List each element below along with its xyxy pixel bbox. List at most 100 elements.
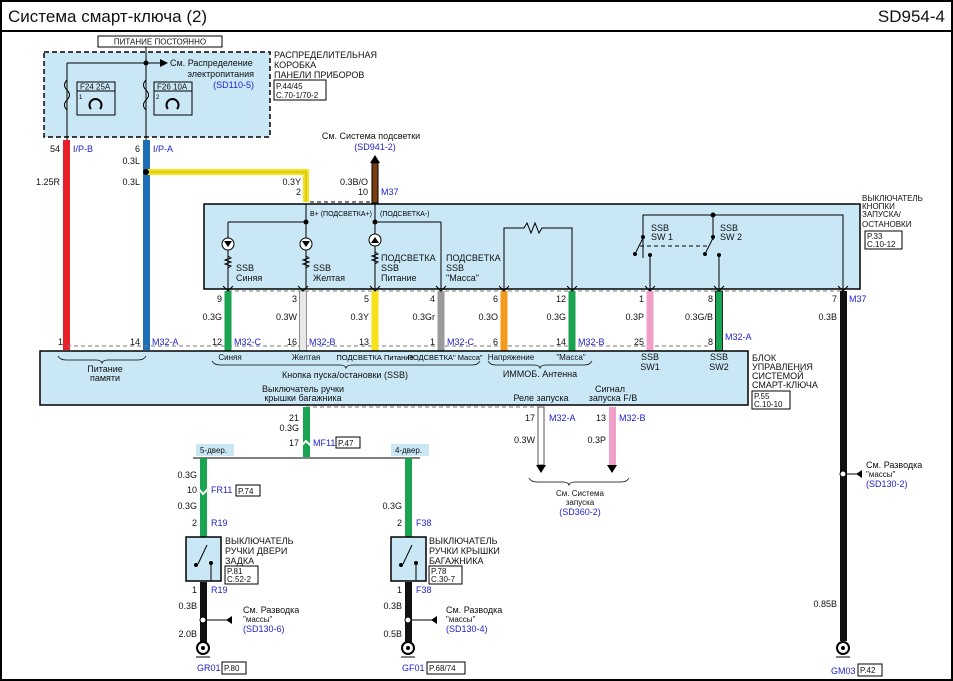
- ssb-switch-body: [203, 203, 861, 290]
- wire-spec: 0.3G: [546, 312, 566, 322]
- door4-ref-2: C.30-7: [431, 575, 456, 584]
- door4-branch: 4-двер. 0.3G 2 F38 ВЫКЛЮЧАТЕЛЬ РУЧКИ КРЫ…: [382, 444, 502, 675]
- memory-power-2: памяти: [90, 373, 120, 383]
- label-voltage: Напряжение: [488, 353, 535, 362]
- ssb-sw2-1: SSB: [710, 352, 728, 362]
- wire-signal-pink: [609, 407, 616, 465]
- fuse-box-name-1: РАСПРЕДЕЛИТЕЛЬНАЯ: [274, 50, 377, 60]
- wire-03bo: 0.3B/O: [340, 177, 368, 187]
- smart-key-unit: 1 14 M32-A Питание памяти Синяя Желтая П…: [39, 337, 818, 410]
- ground-label-2: SSB: [446, 263, 464, 273]
- wire-door5-black: [200, 582, 207, 642]
- sw2-label-1: SSB: [720, 223, 738, 233]
- door4-name-2: РУЧКИ КРЫШКИ: [429, 546, 500, 556]
- switch-sw2-icon: [705, 237, 714, 253]
- brace-icon: [57, 355, 147, 365]
- wire-4: [437, 291, 445, 351]
- connector-chevron-icon: [435, 285, 447, 292]
- fr11-ref-box: [235, 484, 261, 497]
- arrow-down-icon: [607, 465, 617, 473]
- wire-connector: M32-C: [447, 337, 475, 347]
- svg-text:ПОДСВЕТКА: ПОДСВЕТКА: [381, 253, 436, 263]
- connector-chevron-icon: [222, 285, 234, 292]
- svg-text:Желтая: Желтая: [313, 273, 345, 283]
- pin-14-mem: 14: [130, 337, 140, 347]
- conn-fr11: FR11: [211, 485, 232, 495]
- svg-text:Синяя: Синяя: [236, 273, 262, 283]
- wire-spec: 0.3Gr: [412, 312, 435, 322]
- arrow-left-icon: [226, 616, 232, 624]
- wire-03l: 0.3L: [122, 177, 140, 187]
- fuse-symbol-icon: [64, 79, 70, 111]
- wire-bottom-pin: 12: [212, 337, 222, 347]
- ssb-group-label: Кнопка пуска/остановки (SSB): [282, 370, 408, 380]
- gf01-ref-box: [426, 661, 466, 675]
- door5-ref-box: [224, 565, 259, 585]
- wire-6: [568, 291, 576, 351]
- door4-pin-in: 2: [397, 518, 402, 528]
- unit-outputs: 21 0.3G 17 MF11 P.47 17 M32-A 0.3W 13 M3…: [193, 406, 646, 517]
- gr01-ref: P.80: [224, 664, 240, 673]
- sw1-label-1: SSB: [651, 223, 669, 233]
- unit-ref-box: [751, 390, 791, 410]
- wire-03y: 0.3Y: [282, 177, 301, 187]
- wire-top-pin: 5: [364, 294, 369, 304]
- conn-m32a-relay: M32-A: [549, 413, 576, 423]
- antenna-coil-icon: [503, 221, 573, 289]
- door4-wire-out: 0.3B: [383, 601, 402, 611]
- fuse-box-ref-box: [273, 79, 327, 101]
- wire-connector: M37: [849, 294, 867, 304]
- wire-bottom-pin: 1: [430, 337, 435, 347]
- wire-8: [715, 290, 723, 352]
- door5-ref-1: P.81: [227, 567, 243, 576]
- wire-top-pin: 3: [292, 294, 297, 304]
- conn-m37-top: M37: [381, 187, 399, 197]
- trunk-pin-17: 17: [289, 438, 299, 448]
- fr11-ref: P.74: [238, 487, 254, 496]
- ssb-name-3: ЗАПУСКА/: [862, 210, 902, 219]
- wire-blue: [143, 140, 150, 350]
- wire-spec: 0.3W: [276, 312, 298, 322]
- brace-icon: [487, 360, 593, 370]
- ssb-sw2-2: SW2: [709, 362, 729, 372]
- wire-door5-green: [200, 458, 207, 538]
- door4-wire1: 0.3G: [382, 501, 402, 511]
- door4-see-1: См. Разводка: [446, 605, 502, 615]
- sw2-label-2: SW 2: [720, 232, 742, 242]
- start-signal-2: запуска F/B: [589, 393, 638, 403]
- brace-icon: [528, 477, 630, 487]
- door4-see-ref: (SD130-4): [446, 624, 488, 634]
- connector-chevron-icon: [644, 285, 656, 292]
- door5-wire2: 0.3G: [177, 501, 197, 511]
- circuit-breaker-icon: [88, 98, 103, 110]
- connector-chevron-icon: [369, 285, 381, 292]
- conn-ipb: I/P-B: [73, 144, 93, 154]
- door4-ref-box: [428, 565, 463, 585]
- ground-gr01: GR01: [197, 663, 221, 673]
- trunk-switch-1: Выключатель ручки: [262, 384, 344, 394]
- wire-3: [371, 291, 379, 351]
- door5-switch-body: [185, 536, 222, 582]
- wire-top-pin: 12: [556, 294, 566, 304]
- label-yellow: Желтая: [292, 353, 321, 362]
- wire-spec: 0.3G/B: [685, 312, 713, 322]
- conn-r19-in: R19: [211, 518, 228, 528]
- immo-label: ИММОБ. Антенна: [503, 369, 577, 379]
- mf11-ref: P.47: [338, 439, 354, 448]
- led-yellow: SSB Желтая: [299, 237, 345, 283]
- minus-label: (ПОДСВЕТКА-): [380, 211, 429, 218]
- svg-text:SSB: SSB: [236, 263, 254, 273]
- arrow-left-icon: [431, 616, 437, 624]
- label-blue: Синяя: [218, 353, 241, 362]
- main-wire: 0.85B: [813, 599, 837, 609]
- fuse-box-name-2: КОРОБКА: [274, 60, 316, 70]
- main-see-ref: (SD130-2): [866, 479, 908, 489]
- wire-main-ground: [840, 291, 847, 641]
- door5-name-3: ЗАДКА: [225, 556, 254, 566]
- wire-spec: 0.3O: [478, 312, 498, 322]
- pin-1-mem: 1: [58, 337, 63, 347]
- wire-1: [224, 291, 232, 351]
- signal-wire: 0.3P: [587, 435, 606, 445]
